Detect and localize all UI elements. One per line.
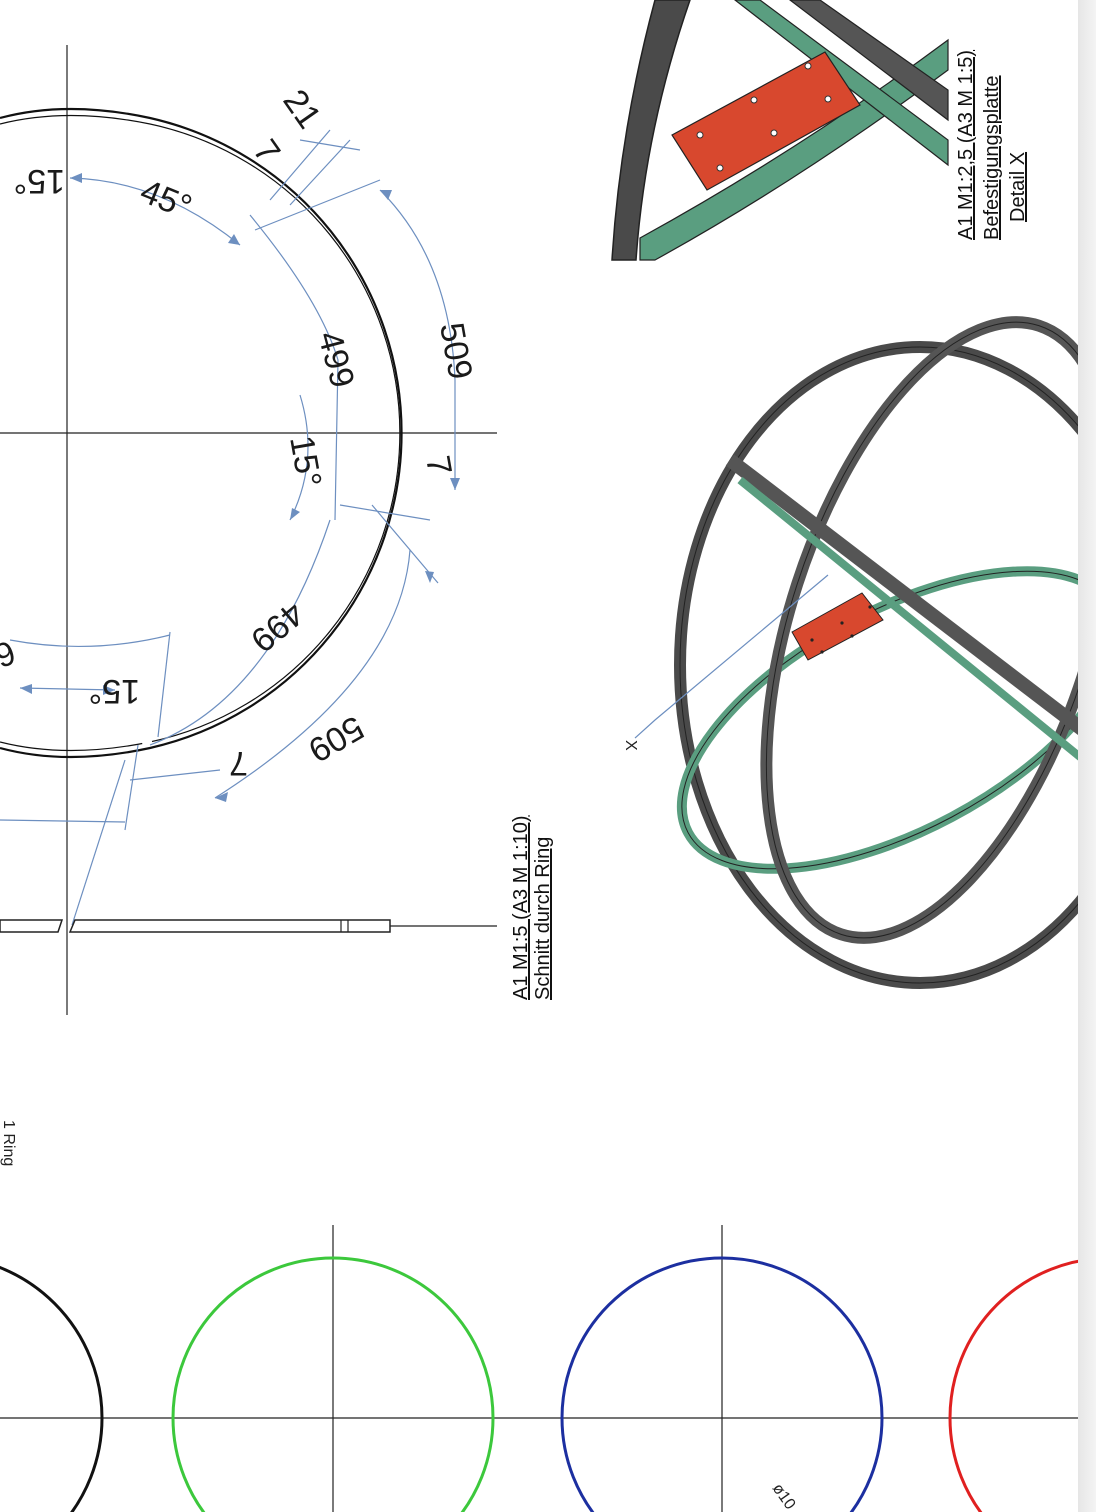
ring-section-right	[68, 919, 391, 933]
dim-7-bottom: 7	[229, 744, 248, 782]
ring-top-view: 21 7 45° 15° 499 509 15° 7 499 15° 509 7…	[0, 45, 497, 1015]
diameter-label: ø10	[769, 1481, 799, 1512]
ring-green	[171, 1256, 495, 1512]
ring-section-view	[0, 919, 497, 933]
ring-variants-row: ø10 1 Ring	[0, 1120, 1096, 1512]
ring-section-left	[0, 919, 64, 933]
ring-black	[0, 1265, 104, 1512]
detail-subtitle: Befestigungsplatte	[981, 75, 1003, 240]
ring-joint-top	[284, 199, 298, 213]
dim-7-top: 7	[245, 133, 287, 170]
sphere-isometric: X	[622, 316, 1096, 989]
detail-marker-x: X	[622, 740, 639, 751]
detail-gray-band	[789, 0, 949, 122]
vertical-scrollbar[interactable]	[1078, 0, 1096, 1512]
sphere-outer-ring	[674, 341, 1096, 989]
detail-x-view	[611, 0, 949, 261]
ring-joint-bottom	[141, 736, 153, 748]
dim-angle-15-bottom: 15°	[89, 672, 140, 710]
dim-arc-509-bottom: 509	[302, 708, 370, 769]
dim-arc-499-right: 499	[310, 327, 361, 392]
section-scale: A1 M1:5 (A3 M 1:10)	[510, 815, 532, 1000]
ring-blue	[560, 1256, 884, 1512]
mounting-plate-sphere	[791, 592, 884, 661]
dim-angle-45: 45°	[135, 172, 197, 226]
section-title: Schnitt durch Ring	[532, 837, 554, 1000]
ring-outer-arc	[0, 107, 403, 759]
dim-arc-499-bottom: 499	[243, 594, 311, 660]
detail-inner-band	[639, 38, 949, 261]
dim-21: 21	[275, 83, 328, 136]
sphere-diagonal-band	[725, 454, 1096, 746]
section-label: Schnitt durch Ring A1 M1:5 (A3 M 1:10)	[510, 815, 554, 1000]
dim-7-mid: 7	[418, 453, 459, 478]
mounting-plate-detail	[671, 51, 861, 191]
ring-label-partial: 1 Ring	[0, 1120, 17, 1166]
detail-callout-line	[634, 574, 829, 739]
ring-red	[948, 1257, 1096, 1512]
dim-arc-509-right: 509	[432, 320, 479, 382]
detail-title: Detail X	[1007, 152, 1029, 222]
detail-scale: A1 M1:2,5 (A3 M 1:5)	[955, 50, 977, 240]
detail-outer-band	[611, 0, 691, 261]
dim-angle-15-mid: 15°	[282, 433, 328, 490]
sphere-green-ring	[676, 566, 1096, 874]
detail-label: Detail X Befestigungsplatte A1 M1:2,5 (A…	[955, 50, 1029, 240]
dim-angle-15-top: 15°	[14, 162, 65, 200]
dim-partial-6: 6	[0, 632, 20, 674]
